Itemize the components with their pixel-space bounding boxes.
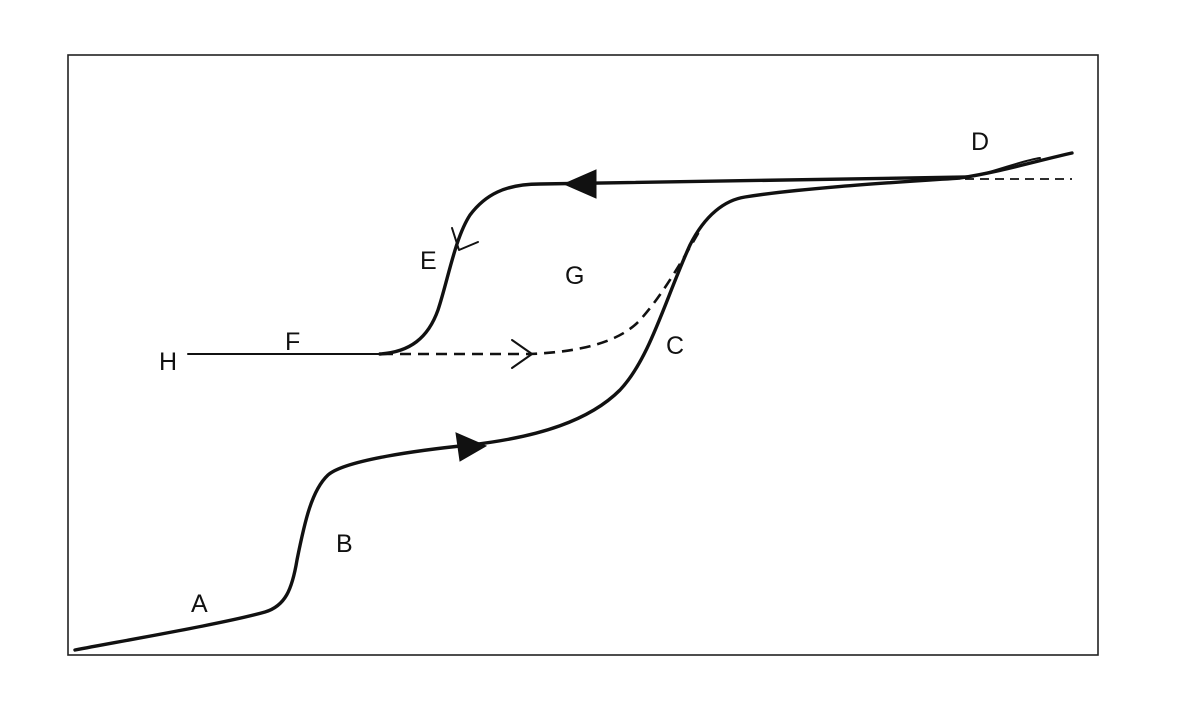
label-a: A: [191, 590, 208, 618]
label-c: C: [666, 332, 684, 360]
label-g: G: [565, 262, 584, 290]
label-d: D: [971, 128, 989, 156]
arrow-down-open-icon: [451, 227, 479, 251]
dashed-path-f-to-c: [382, 229, 702, 356]
diagram-frame: [67, 54, 1099, 656]
label-f: F: [285, 328, 300, 356]
label-b: B: [336, 530, 353, 558]
label-h: H: [159, 348, 177, 376]
curve-d-tip-stroke: [974, 157, 1041, 177]
label-e: E: [420, 247, 437, 275]
arrow-right-open-icon: [511, 339, 533, 369]
arrow-left-filled-icon: [562, 169, 597, 199]
ascending-curve: [73, 151, 1074, 652]
arrow-right-filled-icon: [455, 432, 488, 462]
descending-curve: [378, 175, 970, 356]
